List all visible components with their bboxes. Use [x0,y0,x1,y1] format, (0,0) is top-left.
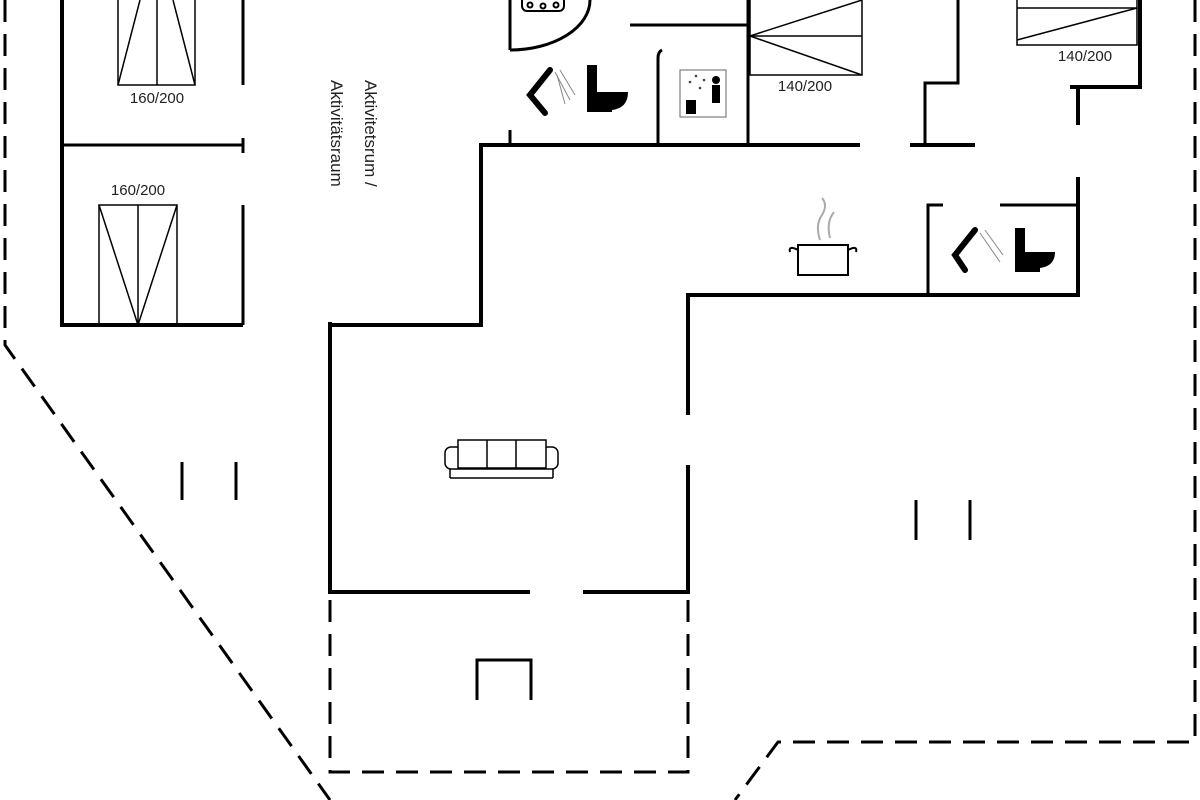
furniture-marks [180,462,972,540]
walls [60,0,1142,594]
toilet-icon [1015,228,1055,272]
room-label-activity-de: Aktivitätsraum [327,80,346,187]
table-icon [475,658,533,700]
bed-4 [1016,0,1138,46]
bed-3 [749,0,863,76]
toilet-icon [587,65,628,112]
sauna-icon [679,69,727,118]
terrace-outline [3,0,1197,800]
bed-2 [98,204,178,326]
shower-icon [526,67,576,116]
bed-size-label: 140/200 [777,78,833,95]
sofa-icon [444,439,559,479]
bed-size-label: 160/200 [129,90,185,107]
bed-1 [117,0,196,86]
shower-icon [951,227,1004,273]
bed-size-label: 160/200 [110,182,166,199]
cooking-pot-icon [788,197,858,276]
room-label-activity: Aktivitetsrum / [361,80,380,187]
hot-tub-icon [521,0,565,12]
bed-size-label: 140/200 [1057,48,1113,65]
